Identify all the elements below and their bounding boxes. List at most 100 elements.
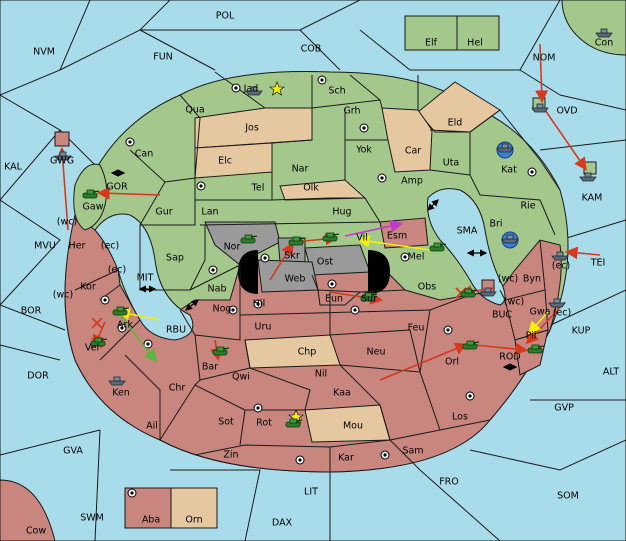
sea-label: DOR bbox=[27, 371, 49, 382]
sea-label: OVD bbox=[556, 106, 577, 117]
land-label: Qwi bbox=[232, 372, 250, 383]
supply-center-icon bbox=[100, 295, 110, 305]
land-label: Mel bbox=[408, 252, 425, 263]
sea-label: SOM bbox=[557, 491, 579, 502]
sea-labels: POL NVM FUN COB NOM OVD KAL KAM GOR MVU … bbox=[4, 11, 619, 529]
sea-label: NVM bbox=[33, 47, 55, 58]
land-label: Olk bbox=[303, 183, 319, 194]
land-label: Sap bbox=[166, 253, 184, 264]
territory-gwg[interactable] bbox=[54, 131, 70, 147]
sea-label: GVA bbox=[63, 446, 83, 457]
land-label: Hug bbox=[332, 207, 351, 218]
land-labels: Elf Hel Con Jad Sch Qua Jos Grh Eld Can … bbox=[26, 38, 613, 537]
land-label: Con bbox=[595, 38, 613, 49]
land-label: Chp bbox=[298, 347, 317, 358]
sea-label: ALT bbox=[603, 367, 619, 378]
land-label: Bar bbox=[202, 362, 218, 373]
land-label: Los bbox=[452, 412, 468, 423]
land-label: Elc bbox=[218, 156, 232, 167]
sea-label: MIT bbox=[137, 273, 154, 284]
black-cap-right bbox=[368, 250, 390, 294]
land-label: Obs bbox=[418, 282, 437, 293]
supply-center-icon bbox=[143, 339, 153, 349]
land-label: Chr bbox=[169, 383, 186, 394]
territory-kam-box[interactable] bbox=[583, 161, 597, 175]
sea-label: KAL bbox=[4, 162, 23, 173]
coast-labels: (wc) (ec) (ec) (wc) (wc) (ec) (wc) (ec) bbox=[53, 217, 571, 319]
supply-center-icon bbox=[465, 391, 475, 401]
black-cap-left bbox=[238, 250, 258, 294]
land-label: Pil bbox=[526, 331, 537, 342]
land-label: Can bbox=[135, 149, 153, 160]
land-label: Orl bbox=[445, 357, 459, 368]
land-label: Vel bbox=[85, 343, 99, 354]
land-label: Neu bbox=[367, 347, 386, 358]
land-label: Yok bbox=[355, 145, 372, 156]
land-label: Uru bbox=[255, 322, 272, 333]
supply-center-icon bbox=[125, 137, 135, 147]
land-label: Ail bbox=[146, 421, 158, 432]
land-label: Hel bbox=[467, 38, 483, 49]
sea-label: TEI bbox=[590, 258, 606, 269]
land-label: Kat bbox=[501, 165, 517, 176]
territory-chp[interactable] bbox=[244, 334, 341, 369]
supply-center-icon bbox=[400, 252, 410, 262]
sea-label: LIT bbox=[304, 487, 318, 498]
land-label: Jos bbox=[244, 123, 259, 134]
land-label: Kar bbox=[338, 453, 354, 464]
land-label: Bri bbox=[489, 219, 502, 230]
land-label: Nab bbox=[208, 284, 227, 295]
land-label: Gwa bbox=[530, 307, 551, 318]
coast-label: (wc) bbox=[498, 274, 518, 285]
sea-label: KUP bbox=[572, 326, 591, 337]
territory-elf[interactable] bbox=[404, 15, 458, 51]
sea-label: GOR bbox=[106, 182, 128, 193]
land-label: Web bbox=[285, 274, 306, 285]
supply-center-icon bbox=[117, 323, 127, 333]
supply-center-icon bbox=[228, 305, 238, 315]
land-label: Tel bbox=[251, 183, 265, 194]
supply-center-icon bbox=[317, 75, 327, 85]
land-label: Her bbox=[69, 241, 86, 252]
inner-sea-sma bbox=[427, 188, 506, 306]
supply-center-icon bbox=[260, 253, 270, 263]
land-label: Nar bbox=[292, 164, 309, 175]
coast-label: (ec) bbox=[552, 261, 570, 272]
supply-center-icon bbox=[443, 325, 453, 335]
land-label: Jad bbox=[243, 84, 259, 95]
territory-hel[interactable] bbox=[456, 15, 500, 51]
move-arrows bbox=[56, 43, 601, 381]
land-label: Eld bbox=[448, 118, 463, 129]
sea-label: BUC bbox=[492, 310, 512, 321]
land-label: Ark bbox=[117, 320, 133, 331]
sea-label: FUN bbox=[153, 52, 173, 63]
supply-center-icon bbox=[253, 299, 263, 309]
land-label: Ken bbox=[112, 388, 130, 399]
territory-elc[interactable] bbox=[194, 142, 273, 179]
land-label: Gur bbox=[155, 207, 172, 218]
territory-orn[interactable] bbox=[170, 487, 218, 529]
land-label: Sam bbox=[402, 446, 423, 457]
supply-center-icon bbox=[127, 488, 137, 498]
supply-center-icon bbox=[527, 167, 537, 177]
sea-label: POL bbox=[216, 11, 235, 22]
territory-con[interactable] bbox=[561, 0, 626, 56]
land-label: Feu bbox=[408, 323, 425, 334]
coast-label: (wc) bbox=[57, 217, 77, 228]
land-label: Kor bbox=[80, 282, 96, 293]
sea-label: RBU bbox=[166, 325, 186, 336]
supply-center-icon bbox=[327, 279, 337, 289]
land-label: Cow bbox=[26, 526, 46, 537]
land-label: Lan bbox=[201, 207, 218, 218]
supply-center-icon bbox=[208, 265, 218, 275]
supply-center-icon bbox=[295, 455, 305, 465]
coast-label: (ec) bbox=[553, 308, 571, 319]
sea-label: COB bbox=[301, 44, 322, 55]
coast-label: (wc) bbox=[504, 297, 524, 308]
supply-center-icon bbox=[253, 403, 263, 413]
land-label: Orn bbox=[185, 515, 202, 526]
coast-label: (wc) bbox=[53, 290, 73, 301]
land-label: Elf bbox=[425, 38, 438, 49]
land-label: Sot bbox=[218, 417, 234, 428]
